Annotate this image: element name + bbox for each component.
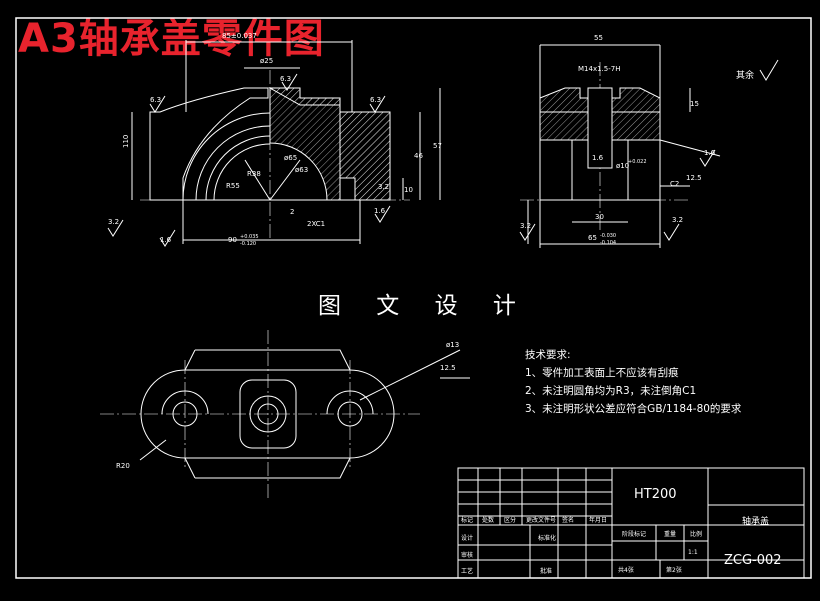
top-dim-13: ø13: [446, 341, 459, 349]
front-dim-2: 2: [290, 208, 294, 216]
side-dim-15: 15: [690, 100, 699, 108]
front-dim-57: 57: [433, 142, 442, 150]
technical-requirements: 技术要求: 1、零件加工表面上不应该有刮痕 2、未注明圆角均为R3，未注倒角C1…: [525, 346, 741, 418]
tb-stage-mark: 阶段标记: [622, 530, 646, 538]
front-dim-90: 90: [228, 236, 237, 244]
drawing-banner-title: A3轴承盖零件图: [18, 16, 325, 62]
front-dim-110: 110: [122, 135, 130, 148]
side-tol-65-upper: -0.030: [600, 233, 616, 239]
tb-row-zone: 区分: [504, 516, 516, 524]
front-tol-90-lower: -0.120: [240, 241, 256, 247]
tb-row-change: 更改文件号: [526, 516, 556, 524]
tb-scale: 1:1: [688, 549, 698, 556]
tb-part-name: 轴承盖: [742, 515, 769, 527]
top-dim-125: 12.5: [440, 364, 456, 372]
notes-item-2: 2、未注明圆角均为R3，未注倒角C1: [525, 385, 697, 397]
tb-designer: 设计: [461, 534, 473, 542]
side-dim-c2: C2: [670, 180, 679, 188]
top-view-labels: ø13 12.5 R20: [116, 341, 459, 470]
tb-weight: 重量: [664, 530, 676, 538]
center-title: 图 文 设 计: [318, 293, 530, 319]
front-dim-r55: R55: [226, 182, 240, 190]
front-dim-46: 46: [414, 152, 423, 160]
notes-heading: 技术要求:: [525, 349, 571, 361]
tb-scale-label: 比例: [690, 530, 702, 538]
tb-row-mark: 标记: [461, 516, 473, 524]
side-dim-16-center: 1.6: [592, 154, 604, 162]
tb-standardize: 标准化: [538, 534, 556, 542]
side-dim-65: 65: [588, 234, 597, 242]
front-dim-16-right: 1.6: [374, 207, 386, 215]
front-dim-65: ø65: [284, 154, 297, 162]
tb-row-date: 年月日: [589, 516, 607, 524]
front-dim-2xc1: 2XC1: [307, 220, 325, 228]
side-dim-m14: M14x1.5-7H: [578, 65, 620, 73]
tb-reviewer: 审核: [461, 551, 473, 559]
top-view: [100, 330, 470, 500]
front-dim-16-left: 1.6: [160, 236, 172, 244]
side-dim-10: ø10: [616, 162, 629, 170]
front-dim-85: 85±0.037: [222, 32, 257, 40]
side-tol-65-lower: -0.104: [600, 240, 616, 246]
front-dim-r38: R38: [247, 170, 261, 178]
notes-item-1: 1、零件加工表面上不应该有刮痕: [525, 367, 679, 379]
tb-row-sign: 签名: [562, 516, 574, 524]
front-dim-63-right: 6.3: [370, 96, 381, 104]
side-dim-16-right: 1.6: [704, 149, 716, 157]
notes-item-3: 3、未注明形状公差应符合GB/1184-80的要求: [525, 403, 742, 415]
front-dim-63-top: 6.3: [280, 75, 291, 83]
tb-drawing-no: ZCG-002: [724, 553, 782, 568]
side-view-labels: 55 M14x1.5-7H 15 1.6 ø10 1.6 C2 12.5 30 …: [520, 34, 716, 246]
title-block-labels: HT200 轴承盖 ZCG-002 1:1 共4张 第2张 标记 处数 区分 更…: [461, 487, 782, 575]
side-dim-125: 12.5: [686, 174, 702, 182]
front-dim-10: 10: [404, 186, 413, 194]
tb-row-count: 处数: [482, 516, 494, 524]
surface-rest-label: 其余: [736, 69, 754, 81]
top-dim-r20: R20: [116, 462, 130, 470]
front-view: [107, 40, 441, 247]
front-dim-63: ø63: [295, 166, 308, 174]
side-dim-55: 55: [594, 34, 603, 42]
front-dim-32-left: 3.2: [108, 218, 119, 226]
front-dim-25: ø25: [260, 57, 273, 65]
front-dim-63-left: 6.3: [150, 96, 161, 104]
outer-frame: [15, 17, 812, 579]
side-dim-32-left: 3.2: [520, 222, 531, 230]
side-view: [519, 44, 779, 248]
side-tol-10: +0.022: [628, 159, 647, 165]
tb-sheet-no: 第2张: [666, 566, 682, 574]
tb-material: HT200: [634, 487, 677, 502]
title-block: [457, 467, 805, 579]
front-view-labels: 85±0.037 ø25 6.3 6.3 6.3 110 57 46 R55 R…: [108, 32, 442, 247]
side-dim-30: 30: [595, 213, 604, 221]
side-dim-32-right: 3.2: [672, 216, 683, 224]
tb-approve: 批准: [540, 567, 552, 575]
front-tol-90-upper: +0.035: [240, 234, 259, 240]
tb-sheets: 共4张: [618, 566, 634, 574]
tb-process: 工艺: [461, 567, 473, 575]
front-dim-32-right: 3.2: [378, 183, 389, 191]
